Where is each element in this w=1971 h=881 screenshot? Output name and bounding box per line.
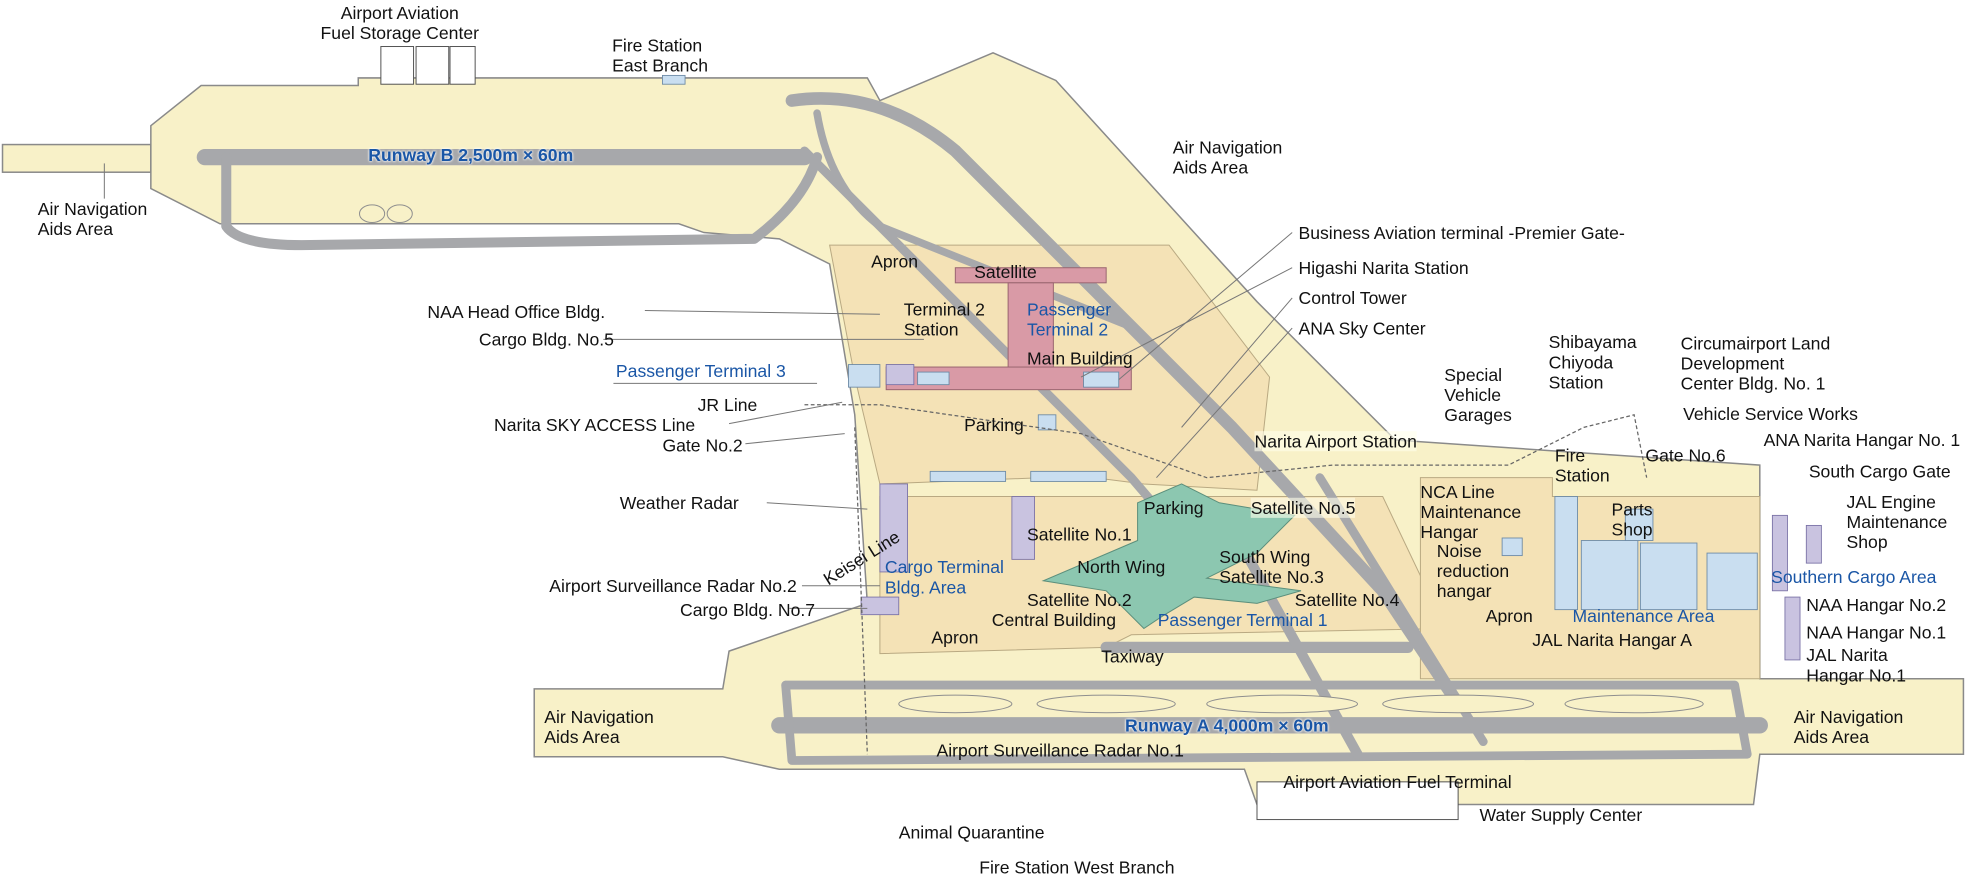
label-animal-quarantine: Animal Quarantine xyxy=(898,822,1045,843)
label-cargo-bldg-7: Cargo Bldg. No.7 xyxy=(680,599,816,620)
label-special-vehicle-garages: Special Vehicle Garages xyxy=(1444,364,1512,425)
label-south-wing: South Wing xyxy=(1219,546,1311,567)
label-ana-sky-center: ANA Sky Center xyxy=(1298,318,1426,339)
label-nca-line-hangar: NCA Line Maintenance Hangar xyxy=(1420,481,1522,542)
label-fire-station-west: Fire Station West Branch xyxy=(979,857,1175,878)
label-nav-aids-southwest: Air Navigation Aids Area xyxy=(544,706,654,747)
label-weather-radar: Weather Radar xyxy=(619,492,739,513)
label-parking-t1: Parking xyxy=(1143,497,1204,518)
label-business-aviation-terminal: Business Aviation terminal -Premier Gate… xyxy=(1298,222,1625,243)
label-ana-hangar-1: ANA Narita Hangar No. 1 xyxy=(1763,429,1961,451)
label-noise-reduction-hangar: Noise reduction hangar xyxy=(1436,540,1510,601)
label-satellite-5: Satellite No.5 xyxy=(1250,497,1356,518)
buildings xyxy=(661,74,1758,611)
label-south-cargo-gate: South Cargo Gate xyxy=(1808,461,1951,482)
label-naa-head-office: NAA Head Office Bldg. xyxy=(427,301,606,322)
label-fire-station-east: Fire Station East Branch xyxy=(612,35,709,76)
terminal-1 xyxy=(1041,483,1302,630)
label-surveillance-radar-2: Airport Surveillance Radar No.2 xyxy=(549,575,797,596)
label-parts-shop: Parts Shop xyxy=(1611,499,1653,540)
label-jr-line: JR Line xyxy=(697,394,758,415)
label-passenger-terminal-2: Passenger Terminal 2 xyxy=(1026,299,1112,340)
label-terminal-2-station: Terminal 2 Station xyxy=(903,299,985,340)
label-higashi-narita-station: Higashi Narita Station xyxy=(1298,257,1469,278)
label-water-supply-center: Water Supply Center xyxy=(1479,804,1643,825)
label-apron-maintenance: Apron xyxy=(1485,605,1533,626)
label-gate-6: Gate No.6 xyxy=(1645,444,1726,466)
label-fuel-terminal: Airport Aviation Fuel Terminal xyxy=(1283,771,1512,792)
label-surveillance-radar-1: Airport Surveillance Radar No.1 xyxy=(936,740,1184,761)
label-satellite-4: Satellite No.4 xyxy=(1294,589,1400,610)
cargo-buildings xyxy=(860,364,1822,661)
label-jal-engine-shop: JAL Engine Maintenance Shop xyxy=(1846,491,1948,552)
runways-taxiways xyxy=(196,92,1768,765)
label-cargo-terminal-area: Cargo Terminal Bldg. Area xyxy=(884,556,1004,598)
label-control-tower: Control Tower xyxy=(1298,287,1407,308)
taxiway-islands xyxy=(358,204,1704,714)
label-nav-aids-west: Air Navigation Aids Area xyxy=(37,198,148,239)
label-apron-t2: Apron xyxy=(871,251,919,272)
label-maintenance-area: Maintenance Area xyxy=(1572,605,1715,626)
label-shibayama-chiyoda-station: Shibayama Chiyoda Station xyxy=(1548,331,1637,393)
runway-b-label: Runway B 2,500m × 60m xyxy=(368,144,574,165)
fuel-storage xyxy=(380,46,1459,821)
label-satellite-2: Satellite No.2 xyxy=(1026,589,1132,610)
runway-a-label: Runway A 4,000m × 60m xyxy=(1125,715,1329,736)
label-circumairport-land-center: Circumairport Land Development Center Bl… xyxy=(1680,333,1831,394)
label-vehicle-service-works: Vehicle Service Works xyxy=(1683,403,1858,424)
label-narita-airport-station: Narita Airport Station xyxy=(1254,431,1417,452)
label-sky-access-line: Narita SKY ACCESS Line xyxy=(494,414,696,435)
label-passenger-terminal-1: Passenger Terminal 1 xyxy=(1157,609,1328,630)
label-fire-station: Fire Station xyxy=(1554,444,1610,486)
label-jal-hangar-a: JAL Narita Hangar A xyxy=(1532,629,1693,650)
label-nav-aids-southeast: Air Navigation Aids Area xyxy=(1793,706,1904,747)
label-naa-hangar-1: NAA Hangar No.1 xyxy=(1806,622,1947,643)
label-jal-hangar-1: JAL Narita Hangar No.1 xyxy=(1806,644,1907,686)
leader-lines xyxy=(103,163,1293,609)
label-cargo-bldg-5: Cargo Bldg. No.5 xyxy=(478,329,614,350)
label-apron-t1: Apron xyxy=(931,627,979,648)
label-parking-t2: Parking xyxy=(964,414,1024,435)
label-fuel-storage-center: Airport Aviation Fuel Storage Center xyxy=(320,2,480,43)
label-north-wing: North Wing xyxy=(1077,556,1166,577)
label-southern-cargo-area: Southern Cargo Area xyxy=(1771,566,1937,588)
label-passenger-terminal-3: Passenger Terminal 3 xyxy=(615,360,786,381)
label-satellite-t2: Satellite xyxy=(974,261,1037,282)
label-nav-aids-north: Air Navigation Aids Area xyxy=(1172,137,1283,178)
label-satellite-1: Satellite No.1 xyxy=(1026,524,1132,545)
label-central-building: Central Building xyxy=(991,609,1117,630)
label-gate-2: Gate No.2 xyxy=(662,434,743,456)
label-naa-hangar-2: NAA Hangar No.2 xyxy=(1806,594,1947,615)
label-main-building: Main Building xyxy=(1026,348,1133,369)
label-satellite-3: Satellite No.3 xyxy=(1219,566,1324,588)
rail-lines xyxy=(804,404,1648,755)
label-taxiway: Taxiway xyxy=(1101,646,1164,667)
